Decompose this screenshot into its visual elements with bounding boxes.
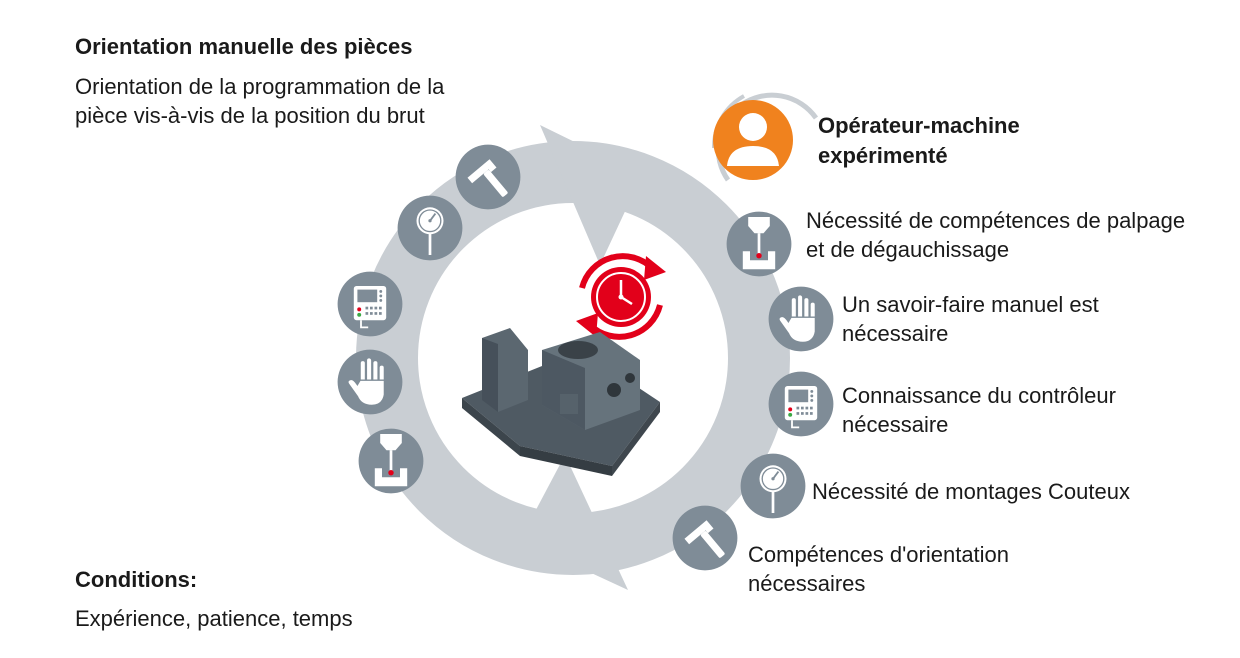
requirement-orientation-label: Compétences d'orientation nécessaires: [748, 542, 1010, 596]
requirement-probing-label: Nécessité de compétences de palpage et d…: [806, 208, 1186, 262]
conditions-value: Expérience, patience, temps: [75, 606, 353, 631]
left-gauge-icon: [396, 194, 464, 262]
right-gauge-icon: [739, 452, 807, 520]
left-hand-icon: [336, 348, 404, 416]
right-hammer-icon: [672, 505, 738, 571]
right-controller-icon: [767, 370, 835, 438]
clock-cycle-icon: [576, 253, 666, 340]
operator-avatar-icon: [711, 92, 819, 182]
workpiece-image: [462, 328, 660, 476]
arrow-top-right: [540, 125, 642, 265]
page-subtitle: Orientation de la programmation de la pi…: [75, 74, 445, 128]
right-hand-icon: [767, 285, 835, 353]
requirement-manual-label: Un savoir-faire manuel est nécessaire: [842, 292, 1099, 346]
page-title: Orientation manuelle des pièces: [75, 34, 413, 59]
left-hammer-icon: [455, 144, 521, 210]
operator-title: Opérateur-machine expérimenté: [818, 113, 1020, 168]
left-controller-icon: [336, 270, 404, 338]
arrow-bottom-left: [520, 455, 628, 590]
left-probe-icon: [358, 428, 424, 494]
conditions-label: Conditions:: [75, 567, 198, 592]
requirement-controller-label: Connaissance du contrôleur nécessaire: [842, 383, 1116, 437]
right-probe-icon: [726, 211, 792, 277]
requirement-fixtures-label: Nécessité de montages Couteux: [812, 479, 1130, 504]
